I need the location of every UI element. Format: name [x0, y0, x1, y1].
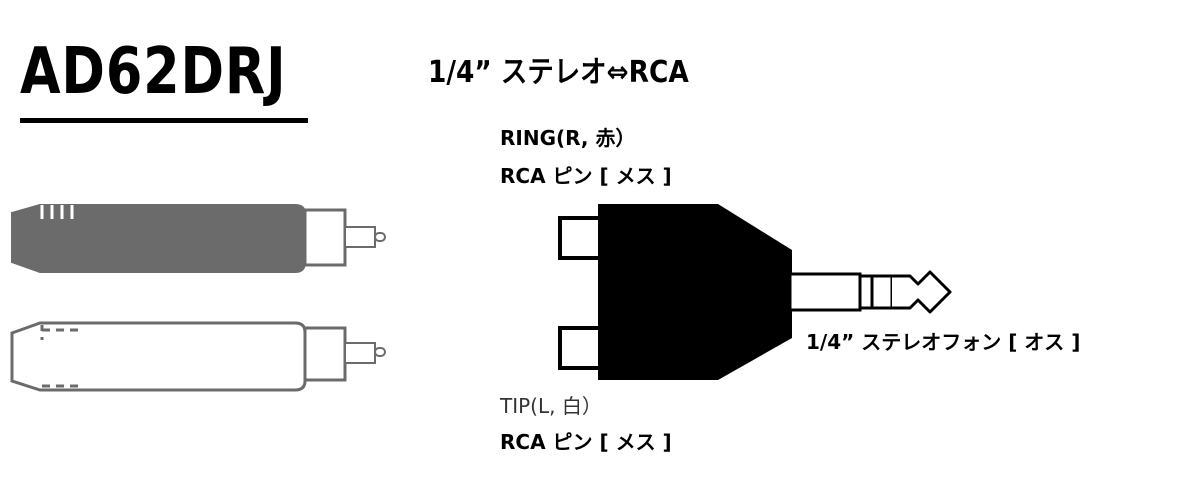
- phone-plug-label: 1/4” ステレオフォン [ オス ]: [806, 330, 1081, 354]
- rca-plug-grey-icon: [11, 204, 386, 273]
- y-adapter-icon: [558, 204, 952, 380]
- phone-plug: [788, 270, 952, 314]
- ring-channel-label: RING(R, 赤）: [500, 126, 636, 150]
- rca-plug-white-icon: [10, 321, 386, 392]
- model-underline: [20, 118, 308, 123]
- product-subtitle: 1/4” ステレオ⇔RCA: [428, 55, 689, 90]
- tip-jack-socket: [558, 326, 602, 370]
- tip-connector-label: RCA ピン [ メス ]: [500, 430, 672, 454]
- model-number: AD62DRJ: [20, 35, 287, 109]
- adapter-body: [598, 204, 792, 380]
- ring-connector-label: RCA ピン [ メス ]: [500, 164, 672, 188]
- tip-channel-label: TIP(L, 白）: [500, 394, 602, 418]
- ring-jack-socket: [558, 216, 602, 260]
